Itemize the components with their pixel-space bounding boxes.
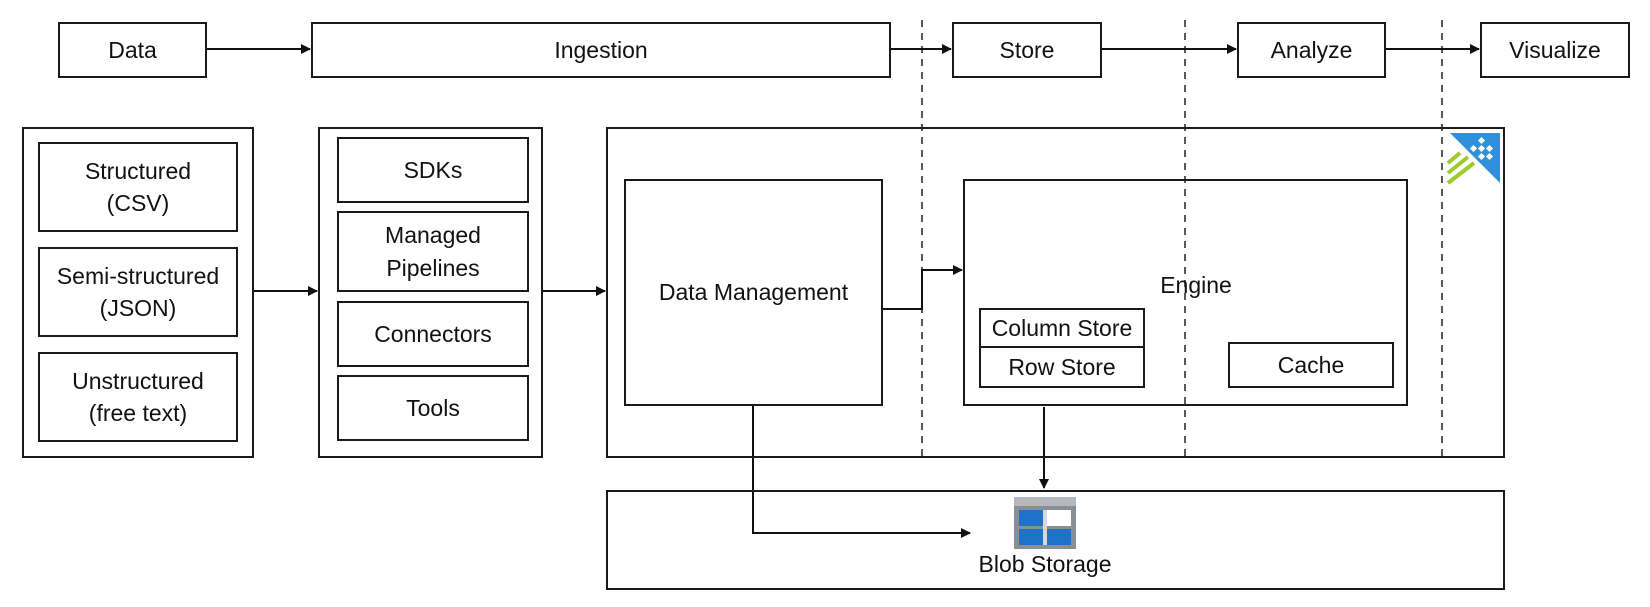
- stage-store: Store: [952, 22, 1102, 78]
- ingestion-tools: Tools: [337, 375, 529, 441]
- source-unstructured: Unstructured (free text): [38, 352, 238, 442]
- cluster-container: [606, 127, 1505, 458]
- blob-storage-container: [606, 490, 1505, 590]
- ingestion-container: [318, 127, 543, 458]
- column-store-box: Column Store: [979, 308, 1145, 348]
- data-sources-container: [22, 127, 254, 458]
- engine-box: [963, 179, 1408, 406]
- engine-label: Engine: [1160, 272, 1232, 298]
- source-structured: Structured (CSV): [38, 142, 238, 232]
- stage-data: Data: [58, 22, 207, 78]
- ingestion-connectors: Connectors: [337, 301, 529, 367]
- arrow-datamgmt-to-engine: [882, 265, 963, 310]
- blob-storage-icon: [1014, 497, 1076, 549]
- stage-analyze: Analyze: [1237, 22, 1386, 78]
- arrow-datamgmt-to-blob: [752, 405, 971, 538]
- ingestion-managed-pipelines: Managed Pipelines: [337, 211, 529, 292]
- blob-storage-label: Blob Storage: [978, 551, 1112, 577]
- azure-data-explorer-icon: [1446, 133, 1500, 185]
- stage-visualize: Visualize: [1480, 22, 1630, 78]
- data-management-box: Data Management: [624, 179, 883, 406]
- ingestion-sdks: SDKs: [337, 137, 529, 203]
- cache-box: Cache: [1228, 342, 1394, 388]
- source-semi-structured: Semi-structured (JSON): [38, 247, 238, 337]
- row-store-box: Row Store: [979, 346, 1145, 388]
- stage-ingestion: Ingestion: [311, 22, 891, 78]
